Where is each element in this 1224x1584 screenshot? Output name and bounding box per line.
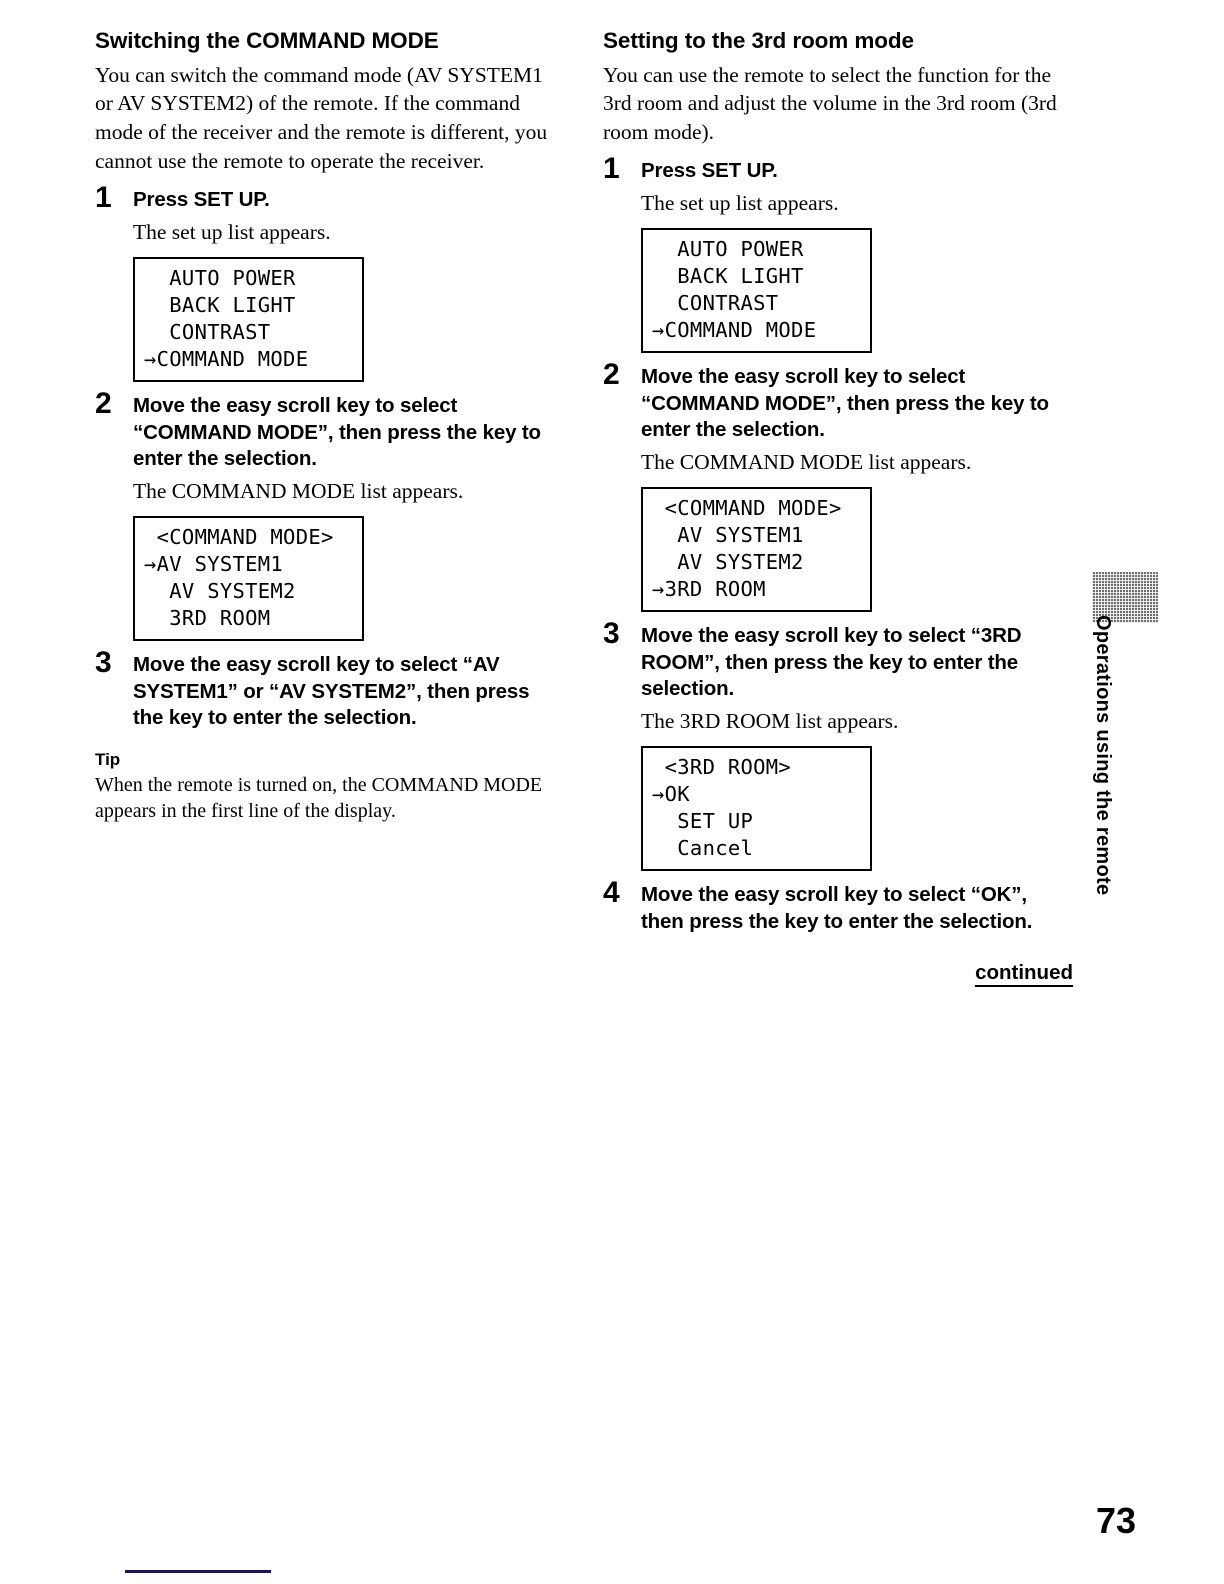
footer-rule: [125, 1570, 271, 1573]
step-instruction: Move the easy scroll key to select “3RD …: [641, 624, 1022, 701]
lcd-line-header: <COMMAND MODE>: [144, 524, 334, 549]
step-instruction: Move the easy scroll key to select “COMM…: [641, 365, 1049, 442]
lcd-line: CONTRAST: [652, 290, 779, 315]
setup-list-display: AUTO POWER BACK LIGHT CONTRAST →COMMAND …: [133, 256, 364, 382]
continued-label: continued: [975, 961, 1073, 988]
third-room-list-display: <3RD ROOM> →OK SET UP Cancel: [641, 745, 872, 872]
tip-block: Tip When the remote is turned on, the CO…: [95, 750, 565, 824]
lcd-line-header: <3RD ROOM>: [652, 754, 792, 779]
lcd-line: AV SYSTEM1: [652, 522, 804, 547]
setup-list-display: AUTO POWER BACK LIGHT CONTRAST →COMMAND …: [641, 227, 872, 354]
left-step-1: 1 Press SET UP. The set up list appears.…: [95, 183, 565, 382]
step-result-text: The COMMAND MODE list appears.: [641, 449, 972, 474]
command-mode-list-display: <COMMAND MODE> AV SYSTEM1 AV SYSTEM2 →3R…: [641, 486, 872, 613]
side-thumb-tab: Operations using the remote: [1086, 565, 1166, 1025]
lcd-line: CONTRAST: [144, 319, 271, 344]
step-result-text: The set up list appears.: [133, 219, 331, 244]
command-mode-list-display: <COMMAND MODE> →AV SYSTEM1 AV SYSTEM2 3R…: [133, 515, 364, 641]
step-instruction: Press SET UP.: [641, 159, 778, 183]
right-step-3: 3 Move the easy scroll key to select “3R…: [603, 619, 1073, 872]
lcd-line-selected: →AV SYSTEM1: [144, 551, 284, 576]
step-number: 3: [603, 617, 620, 651]
step-number: 1: [603, 152, 620, 186]
step-result-text: The 3RD ROOM list appears.: [641, 709, 899, 733]
step-instruction: Press SET UP.: [133, 188, 270, 212]
step-number: 2: [603, 358, 620, 392]
page-number: 73: [1095, 1500, 1136, 1541]
step-number: 2: [95, 386, 112, 420]
tip-body: When the remote is turned on, the COMMAN…: [95, 773, 543, 822]
lcd-line-selected: →3RD ROOM: [652, 577, 766, 602]
step-number: 4: [603, 876, 620, 910]
lcd-line: 3RD ROOM: [144, 605, 271, 630]
step-instruction: Move the easy scroll key to select “OK”,…: [641, 883, 1033, 933]
lcd-line-selected: →COMMAND MODE: [144, 346, 309, 371]
lcd-line-header: <COMMAND MODE>: [652, 495, 842, 520]
step-result-text: The COMMAND MODE list appears.: [133, 478, 464, 503]
left-intro-paragraph: You can switch the command mode (AV SYST…: [95, 62, 548, 174]
right-intro-paragraph: You can use the remote to select the fun…: [603, 62, 1057, 145]
side-tab-label: Operations using the remote: [1092, 615, 1114, 896]
lcd-line-selected: →COMMAND MODE: [652, 317, 817, 342]
lcd-line: SET UP: [652, 809, 754, 834]
lcd-line: BACK LIGHT: [144, 292, 296, 317]
left-step-3: 3 Move the easy scroll key to select “AV…: [95, 647, 565, 732]
page-title: Switching the COMMAND MODE: [95, 28, 439, 53]
lcd-line: Cancel: [652, 836, 754, 861]
step-number: 1: [95, 181, 112, 215]
section-title: Setting to the 3rd room mode: [603, 28, 914, 53]
lcd-line: AV SYSTEM2: [144, 578, 296, 603]
lcd-line: AUTO POWER: [652, 236, 804, 261]
right-step-1: 1 Press SET UP. The set up list appears.…: [603, 154, 1073, 354]
right-step-2: 2 Move the easy scroll key to select “CO…: [603, 360, 1073, 613]
step-instruction: Move the easy scroll key to select “AV S…: [133, 652, 530, 730]
step-number: 3: [95, 645, 112, 679]
step-instruction: Move the easy scroll key to select “COMM…: [133, 393, 541, 471]
lcd-line: AV SYSTEM2: [652, 549, 804, 574]
right-step-4: 4 Move the easy scroll key to select “OK…: [603, 878, 1073, 935]
thumb-tab-marker: [1092, 572, 1158, 623]
tip-heading: Tip: [95, 749, 121, 769]
continued-marker: continued: [603, 961, 1073, 988]
step-result-text: The set up list appears.: [641, 190, 839, 215]
left-column: Switching the COMMAND MODE You can switc…: [95, 28, 565, 824]
right-column: Setting to the 3rd room mode You can use…: [603, 28, 1073, 988]
lcd-line: AUTO POWER: [144, 265, 296, 290]
left-step-2: 2 Move the easy scroll key to select “CO…: [95, 388, 565, 641]
lcd-line-selected: →OK: [652, 781, 690, 806]
lcd-line: BACK LIGHT: [652, 263, 804, 288]
